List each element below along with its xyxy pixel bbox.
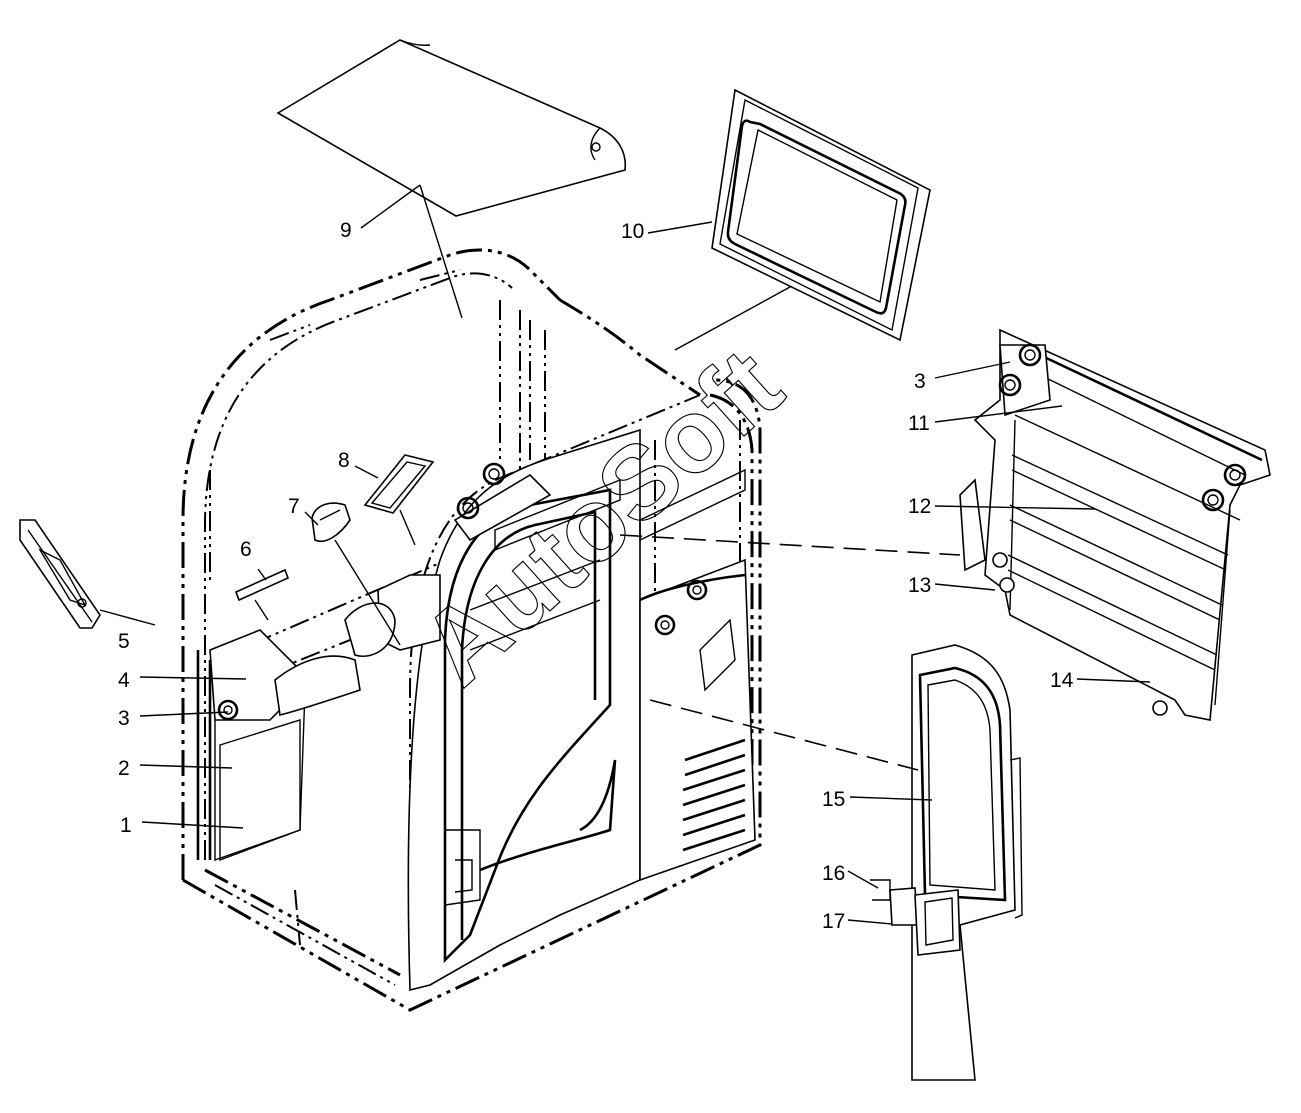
callout-9: 9 bbox=[340, 219, 352, 242]
speaker-pair-right bbox=[654, 579, 708, 636]
callout-13: 13 bbox=[908, 574, 931, 597]
cab-door bbox=[870, 644, 1023, 1081]
callout-7: 7 bbox=[288, 495, 300, 518]
callout-3-left: 3 bbox=[118, 707, 130, 730]
callout-8: 8 bbox=[338, 449, 350, 472]
part-6-strip bbox=[234, 568, 290, 602]
left-grab-handle bbox=[19, 519, 101, 629]
callout-5: 5 bbox=[118, 630, 130, 653]
right-side-panel bbox=[639, 558, 756, 882]
rear-window bbox=[711, 88, 931, 342]
projection-lines bbox=[99, 184, 961, 771]
speaker-pair-left bbox=[453, 462, 552, 542]
callout-4: 4 bbox=[118, 669, 130, 692]
callout-2: 2 bbox=[118, 757, 130, 780]
callout-10: 10 bbox=[621, 220, 644, 243]
callout-16: 16 bbox=[822, 862, 845, 885]
callout-12: 12 bbox=[908, 495, 931, 518]
leader-lines bbox=[139, 184, 1151, 925]
overhead-shelf-assembly bbox=[959, 328, 1271, 721]
callout-6: 6 bbox=[240, 538, 252, 561]
roof-panel bbox=[276, 39, 627, 217]
callout-11: 11 bbox=[908, 412, 930, 435]
interior-rear-rails bbox=[469, 468, 746, 651]
callout-1: 1 bbox=[120, 814, 132, 837]
part-7-lamp bbox=[311, 502, 351, 542]
part-8-panel bbox=[363, 454, 435, 514]
left-console bbox=[196, 574, 441, 862]
callout-3-right: 3 bbox=[914, 370, 926, 393]
callout-labels: 1 2 3 4 5 6 7 8 9 10 3 11 12 13 14 15 16… bbox=[118, 219, 1074, 933]
callout-15: 15 bbox=[822, 788, 845, 811]
callout-14: 14 bbox=[1050, 669, 1074, 692]
callout-17: 17 bbox=[822, 910, 845, 933]
